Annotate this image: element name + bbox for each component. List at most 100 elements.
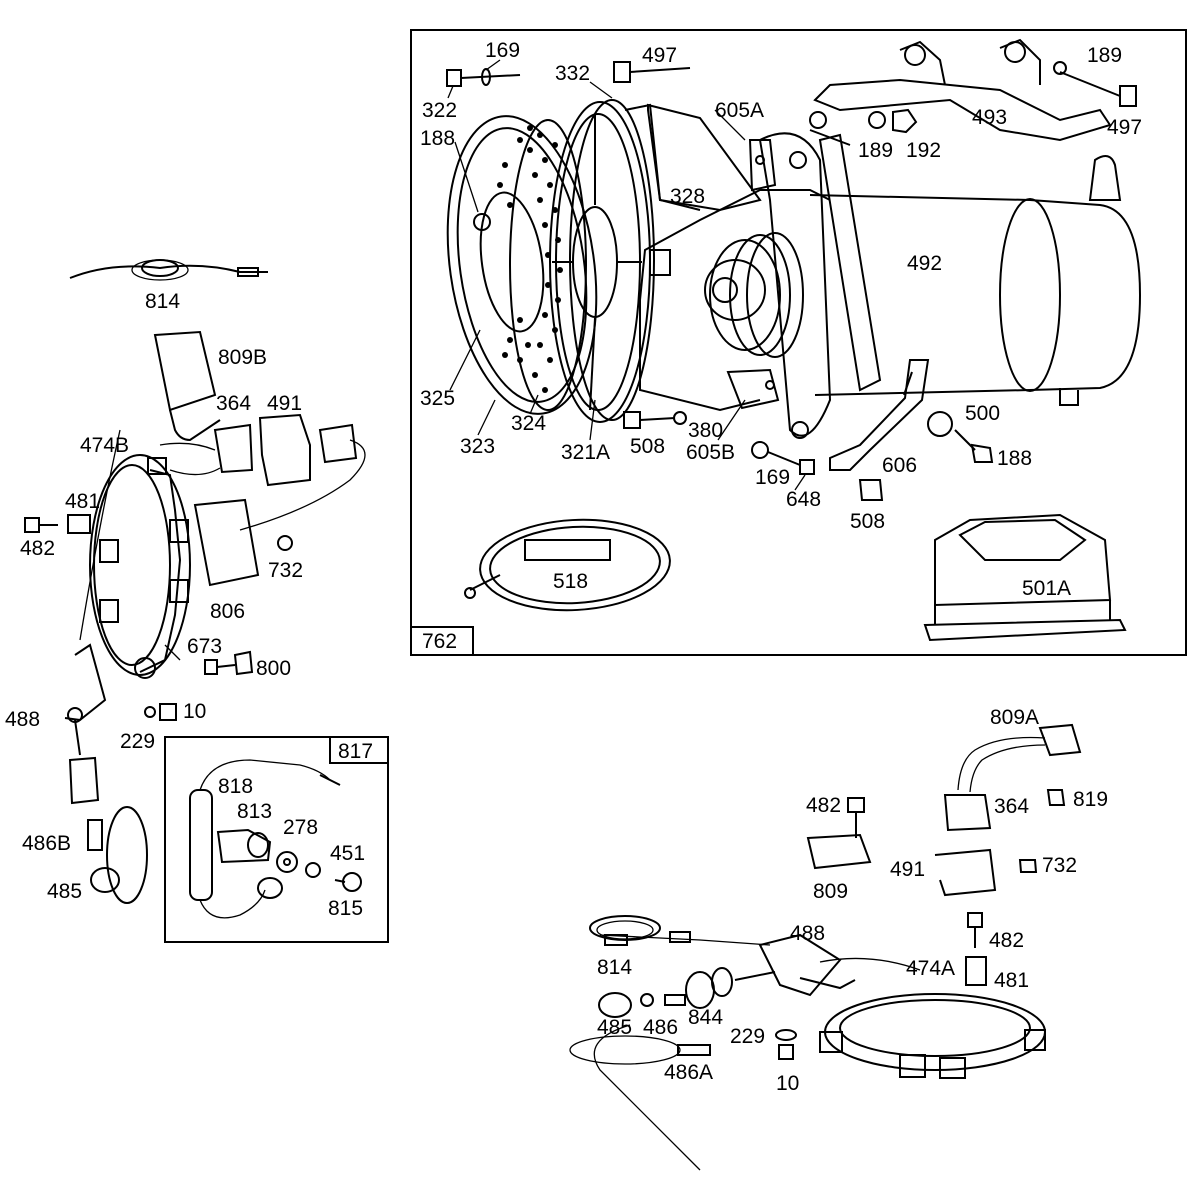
label-192: 192 [906,139,941,162]
bushing-481-right [965,956,987,986]
label-813: 813 [237,800,272,823]
label-328: 328 [670,185,705,208]
clamp-813 [216,828,272,864]
label-188-right: 188 [997,447,1032,470]
lead-486B-485-left [68,429,148,904]
label-189-mid: 189 [858,139,893,162]
label-169-bot: 169 [755,466,790,489]
screw-815 [334,872,362,892]
label-762: 762 [422,630,457,653]
label-380: 380 [688,419,723,442]
label-518: 518 [553,570,588,593]
label-806: 806 [210,600,245,623]
screw-229-10-left [144,703,177,721]
label-673: 673 [187,635,222,658]
plug-364-right [943,794,992,832]
bolt-508-left [623,411,687,429]
label-809: 809 [813,880,848,903]
label-482-left: 482 [20,537,55,560]
label-809B: 809B [218,346,267,369]
label-324: 324 [511,412,546,435]
label-474B: 474B [80,434,129,457]
voltage-regulator-501A [923,513,1127,642]
label-815: 815 [328,897,363,920]
pivot-bracket-605B [726,368,780,410]
wire-814-right [589,915,771,946]
washer-451 [305,862,321,878]
label-189-top: 189 [1087,44,1122,67]
label-229-right: 229 [730,1025,765,1048]
label-508-left: 508 [630,435,665,458]
label-732-right: 732 [1042,854,1077,877]
screw-673-clip-800 [204,650,254,676]
label-486A: 486A [664,1061,713,1084]
label-482-r1: 482 [806,794,841,817]
label-605B: 605B [686,441,735,464]
label-486: 486 [643,1016,678,1039]
screw-482-481-left [24,514,91,534]
stator-474B [89,454,191,679]
label-10-right: 10 [776,1072,799,1095]
label-493: 493 [972,106,1007,129]
label-500: 500 [965,402,1000,425]
label-814-right: 814 [597,956,632,979]
label-229-left: 229 [120,730,155,753]
label-474A: 474A [906,957,955,980]
label-10-left: 10 [183,700,206,723]
washer-278 [276,851,298,873]
label-800: 800 [256,657,291,680]
screw-732-right [1018,859,1038,873]
label-491-left: 491 [267,392,302,415]
label-648: 648 [786,488,821,511]
wire-814-top [69,259,268,281]
label-323: 323 [460,435,495,458]
label-809A: 809A [990,706,1039,729]
label-325: 325 [420,387,455,410]
bolt-648 [751,441,815,475]
label-188-left: 188 [420,127,455,150]
kit-817-frame [164,736,389,943]
label-501A: 501A [1022,577,1071,600]
label-321A: 321A [561,441,610,464]
label-732-left: 732 [268,559,303,582]
adjusting-link-493 [809,38,1112,146]
plug-364-bracket-491-left [159,413,366,531]
adjusting-strap-606 [829,359,930,471]
bracket-491-right [934,848,997,897]
bolt-497-top [613,61,691,83]
label-508-bot: 508 [850,510,885,533]
label-491-right: 491 [890,858,925,881]
part-labels: 814 809B 364 491 474B 481 482 732 806 67… [5,39,1142,1095]
mounting-bracket-328 [624,103,777,212]
label-451: 451 [330,842,365,865]
screw-229-10-right [775,1029,797,1060]
label-169-top: 169 [485,39,520,62]
stator-474A [819,993,1046,1079]
label-481-right: 481 [994,969,1029,992]
bolt-508-bottom [858,479,884,501]
spacer-500-bolt-188 [927,411,994,463]
label-606: 606 [882,454,917,477]
alternator-492 [639,132,1142,439]
label-332: 332 [555,62,590,85]
rectifier-809A [957,723,1082,793]
label-818: 818 [218,775,253,798]
label-364-right: 364 [994,795,1029,818]
label-481-left: 481 [65,490,100,513]
label-364-left: 364 [216,392,251,415]
belt-518 [464,518,671,612]
label-278: 278 [283,816,318,839]
label-819: 819 [1073,788,1108,811]
screw-486A [677,1044,711,1056]
bolt-497-right [1053,61,1137,107]
label-814-top: 814 [145,290,180,313]
lead-485-486-844-right [569,967,776,1171]
screw-482-right-2 [967,912,983,948]
screw-819 [1046,789,1066,806]
washer-189-nut-192 [868,108,918,134]
label-322: 322 [422,99,457,122]
screw-732-left [277,535,293,551]
label-485-right: 485 [597,1016,632,1039]
label-488-left: 488 [5,708,40,731]
